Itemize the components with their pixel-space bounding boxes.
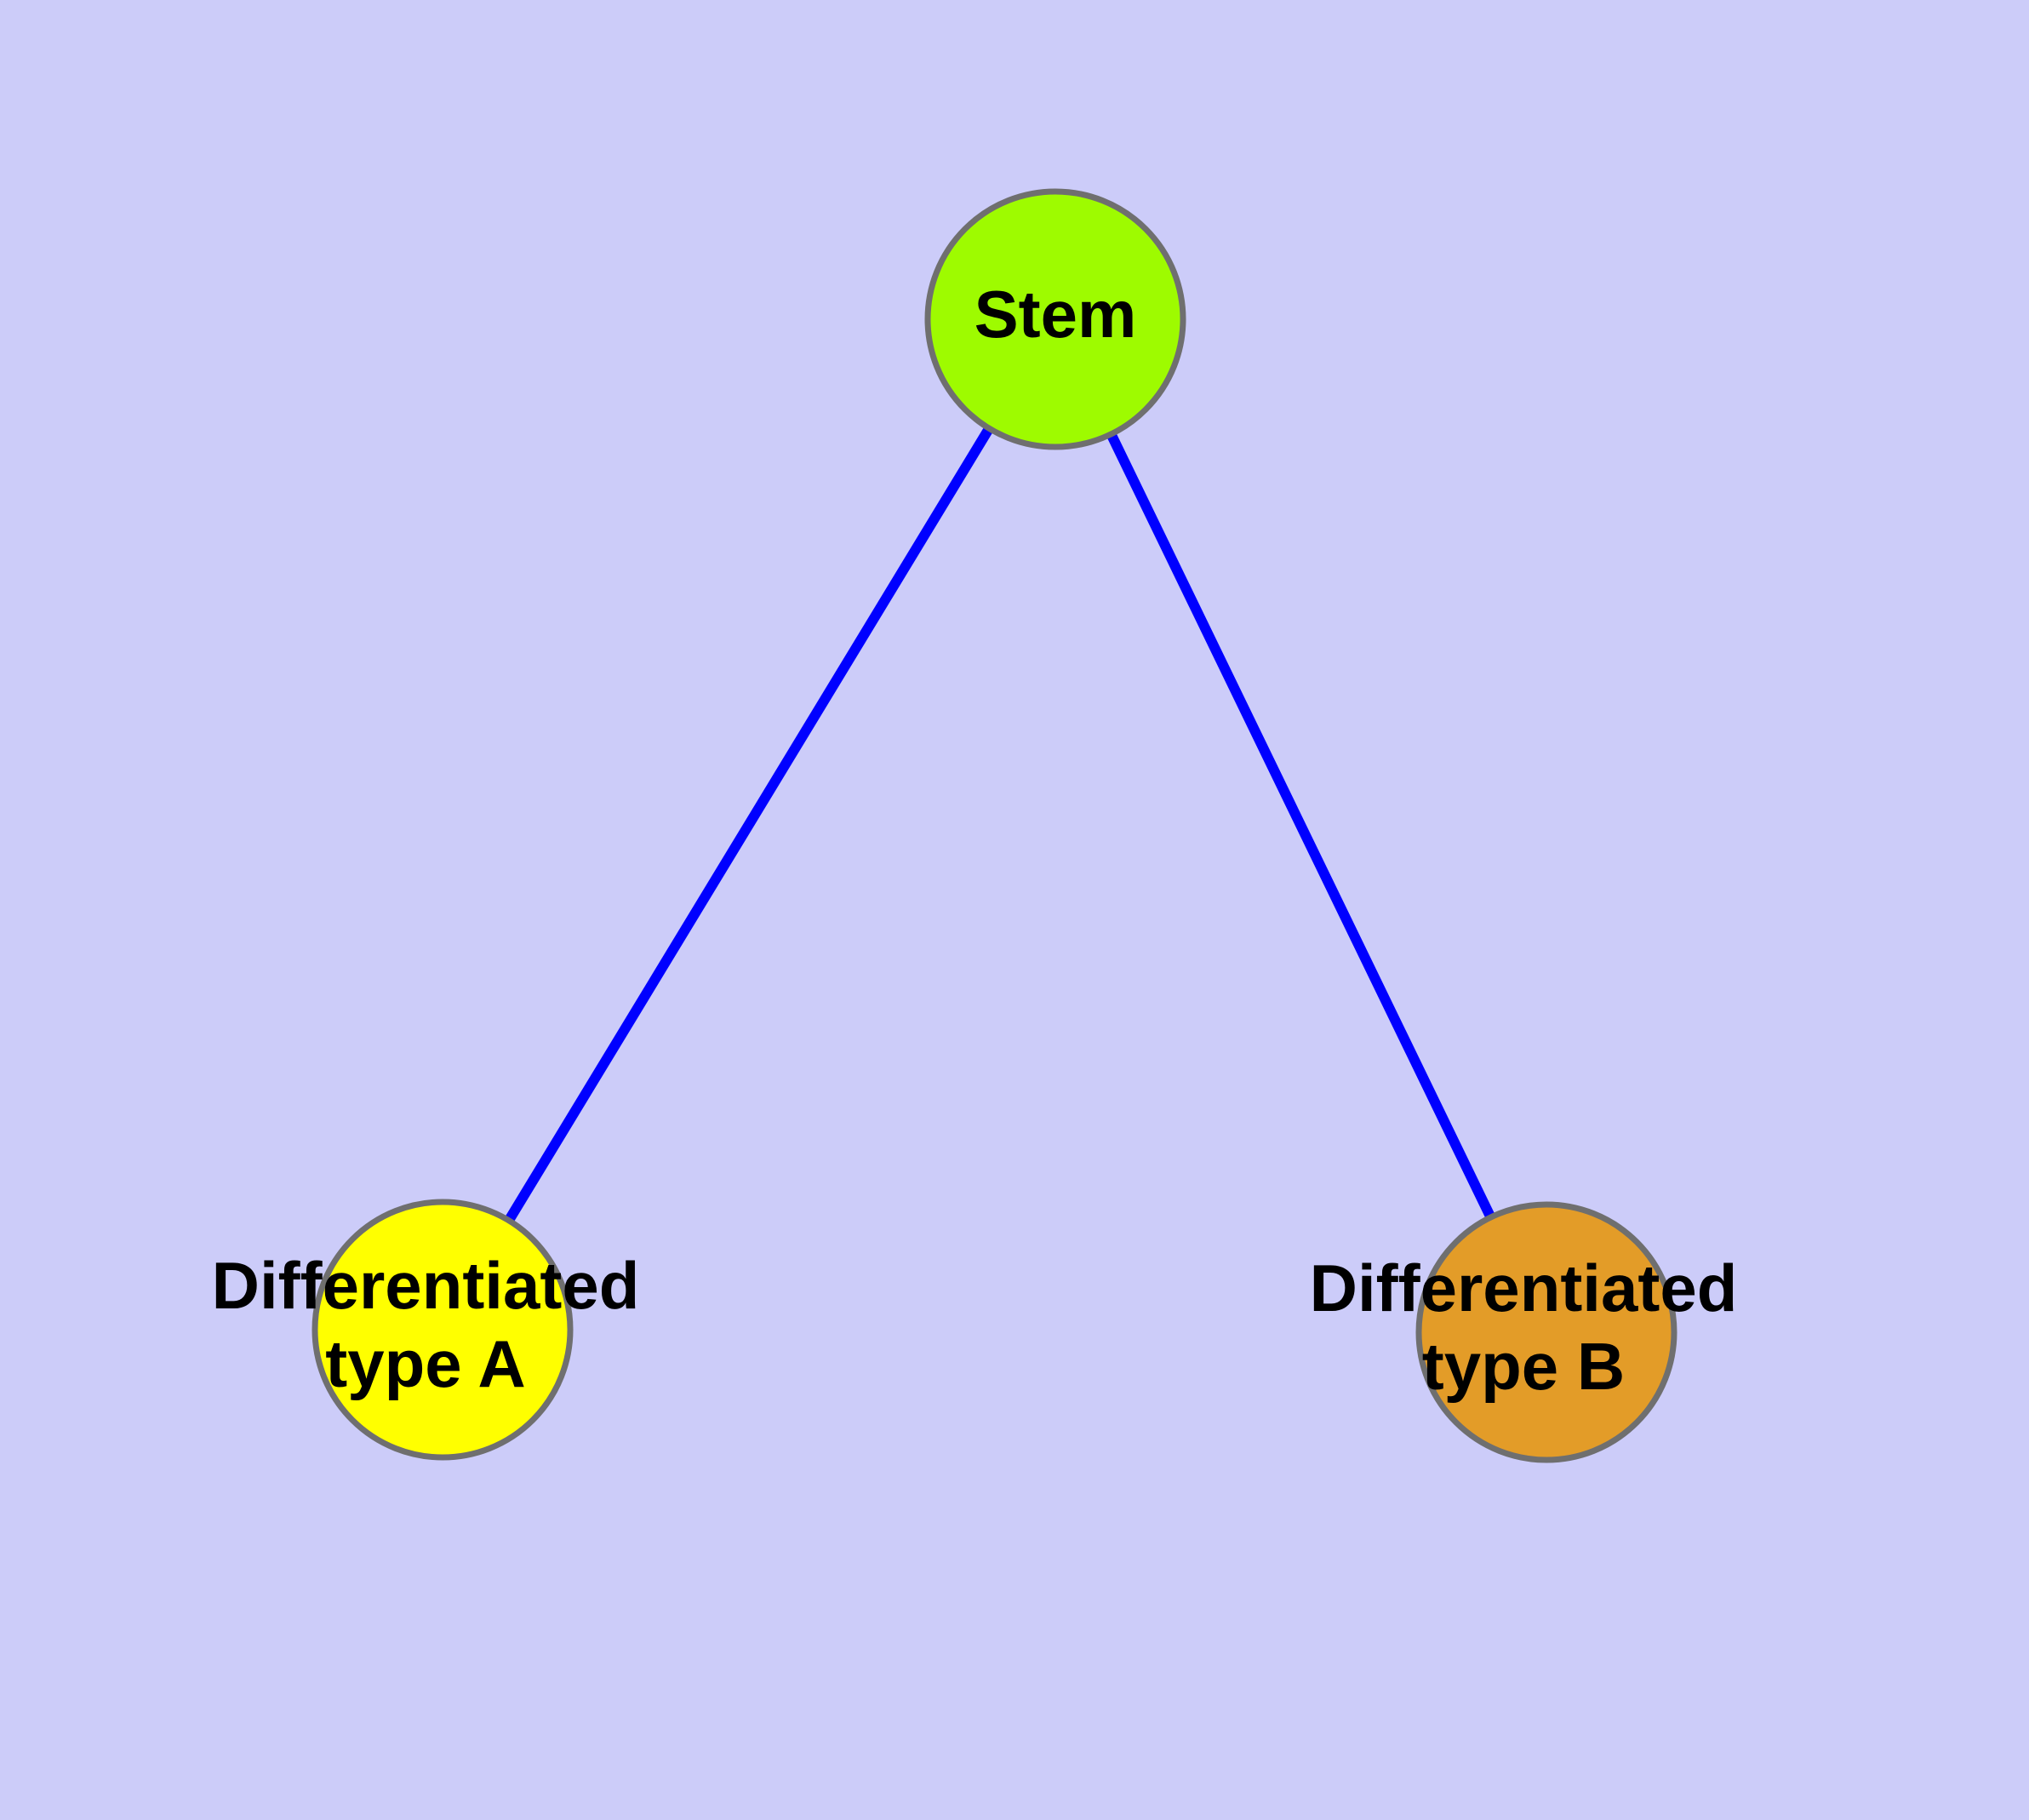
node-diff-b[interactable] (1415, 1201, 1677, 1463)
node-label-stem: Stem (974, 277, 1137, 352)
edge-stem-to-a (437, 316, 1060, 1333)
edges-layer (437, 316, 1552, 1335)
node-label-line: type A (325, 1326, 526, 1401)
node-label-line: Stem (974, 277, 1137, 352)
node-label-line: type B (1422, 1329, 1625, 1404)
node-label-line: Differentiated (212, 1248, 640, 1323)
nodes-layer (311, 188, 1677, 1463)
node-label-line: Differentiated (1310, 1251, 1738, 1325)
node-diff-a[interactable] (311, 1199, 574, 1461)
edge-stem-to-b (1050, 317, 1552, 1335)
node-stem[interactable] (924, 188, 1186, 450)
